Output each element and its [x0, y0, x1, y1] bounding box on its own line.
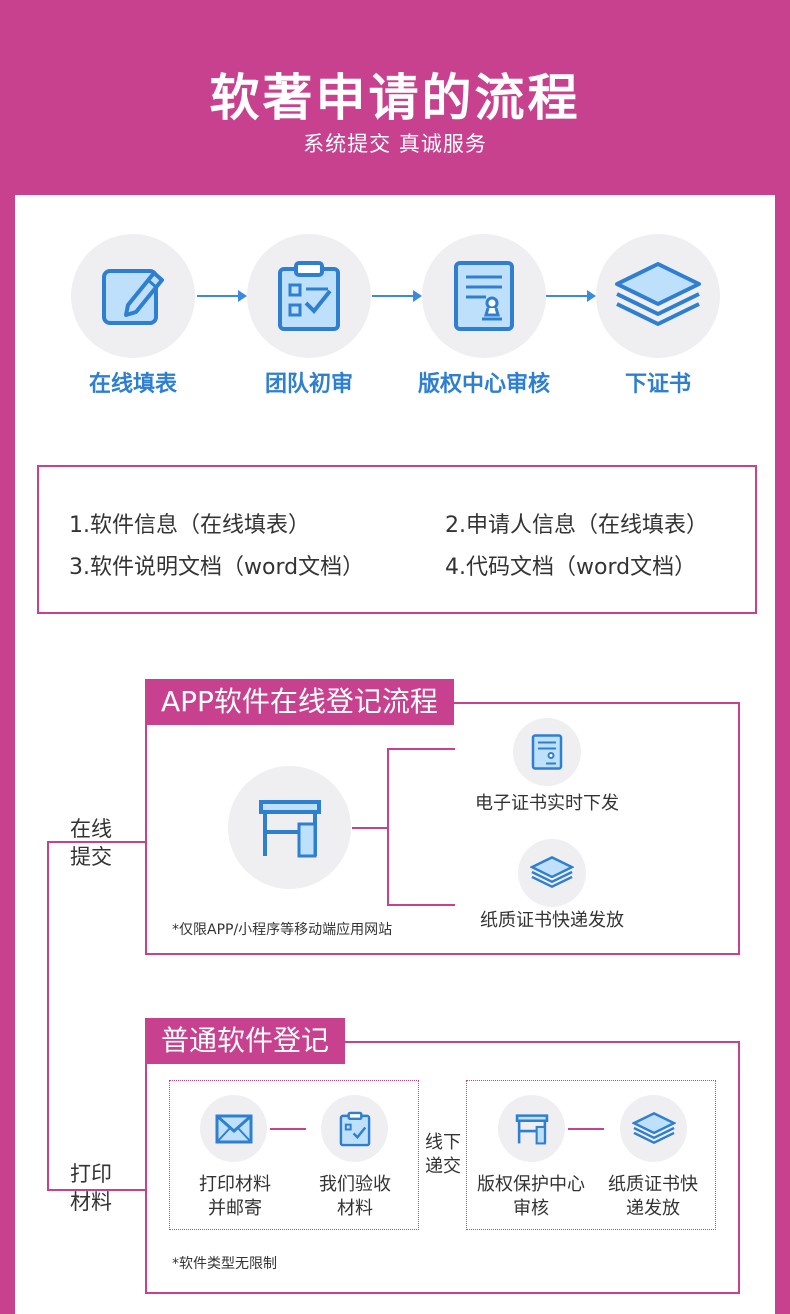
arrow-connector	[372, 290, 422, 302]
layers-stack-icon	[615, 262, 701, 326]
layers-stack-icon	[631, 1111, 676, 1144]
arrow-connector	[546, 290, 596, 302]
item-label: 打印材料 并邮寄	[180, 1173, 290, 1221]
item-label-line: 递发放	[626, 1198, 680, 1219]
item-label-line: 纸质证书快	[608, 1174, 698, 1195]
item-label-line: 审核	[513, 1198, 549, 1219]
page-title: 软著申请的流程	[209, 69, 581, 127]
outcome-circle	[518, 839, 586, 907]
side-label-line: 在线	[70, 817, 112, 841]
step-fill-form: 在线填表	[71, 234, 195, 397]
outcome-label: 电子证书实时下发	[475, 793, 619, 814]
layers-stack-icon	[530, 855, 574, 889]
item-label-line: 打印材料	[199, 1174, 271, 1195]
branch-line	[387, 904, 455, 906]
center-circle	[228, 766, 351, 889]
item-label-line: 我们验收	[319, 1174, 391, 1195]
item-label: 版权保护中心 审核	[467, 1173, 595, 1221]
kiosk-counter-icon	[258, 799, 321, 857]
step-circle	[596, 234, 720, 358]
item-circle	[200, 1095, 267, 1162]
print-note: *软件类型无限制	[172, 1256, 277, 1272]
offline-label-line: 线下	[425, 1132, 461, 1153]
page-subtitle: 系统提交 真诚服务	[303, 132, 487, 156]
print-process-tag: 普通软件登记	[145, 1018, 346, 1064]
item-connector	[568, 1128, 604, 1130]
step-circle	[247, 234, 371, 358]
offline-label-line: 递交	[425, 1156, 461, 1177]
kiosk-counter-icon	[515, 1113, 548, 1144]
online-side-label: 在线 提交	[70, 815, 112, 871]
branch-line	[387, 748, 389, 906]
clipboard-check-icon	[278, 261, 340, 331]
step-copyright-review: 版权中心审核	[418, 234, 550, 397]
pen-edit-icon	[102, 269, 164, 325]
envelope-icon	[215, 1114, 252, 1143]
document-stamp-icon	[454, 261, 514, 331]
clipboard-check-icon	[339, 1111, 370, 1146]
document-stamp-icon	[531, 734, 563, 770]
step-team-review: 团队初审	[247, 234, 371, 397]
mail-group	[169, 1080, 419, 1230]
print-process-box	[145, 1041, 740, 1294]
item-label: 纸质证书快 递发放	[598, 1173, 708, 1221]
arrow-connector	[197, 290, 247, 302]
item-circle	[498, 1095, 565, 1162]
offline-submit-label: 线下 递交	[419, 1131, 467, 1179]
step-label: 在线填表	[88, 372, 177, 397]
print-side-label: 打印 材料	[70, 1160, 112, 1216]
item-label: 我们验收 材料	[300, 1173, 410, 1221]
document-item: 3.软件说明文档（word文档）	[69, 555, 365, 580]
item-label-line: 并邮寄	[208, 1198, 262, 1219]
side-label-line: 提交	[70, 845, 112, 869]
step-circle	[422, 234, 546, 358]
online-note: *仅限APP/小程序等移动端应用网站	[172, 922, 393, 938]
step-certificate: 下证书	[596, 234, 720, 397]
outcome-circle	[513, 718, 581, 786]
documents-box: 1.软件信息（在线填表） 2.申请人信息（在线填表） 3.软件说明文档（word…	[37, 465, 757, 614]
item-circle	[321, 1095, 388, 1162]
online-process-tag: APP软件在线登记流程	[145, 679, 454, 725]
side-label-line: 材料	[70, 1190, 112, 1214]
step-label: 下证书	[624, 372, 691, 397]
branch-line	[387, 748, 455, 750]
item-circle	[620, 1095, 687, 1162]
side-connector-line	[47, 841, 49, 1191]
item-connector	[270, 1128, 306, 1130]
outcome-label: 纸质证书快递发放	[480, 910, 624, 931]
branch-line	[352, 827, 389, 829]
item-label-line: 材料	[337, 1198, 373, 1219]
content-panel: 在线填表 团队初审	[15, 195, 775, 1314]
side-connector-line	[47, 1189, 145, 1191]
step-label: 版权中心审核	[417, 372, 550, 397]
review-group	[466, 1080, 716, 1230]
document-item: 2.申请人信息（在线填表）	[445, 513, 708, 538]
document-item: 1.软件信息（在线填表）	[69, 513, 310, 538]
step-circle	[71, 234, 195, 358]
header: 软著申请的流程 系统提交 真诚服务	[0, 0, 790, 195]
document-item: 4.代码文档（word文档）	[445, 555, 697, 580]
step-label: 团队初审	[264, 372, 353, 397]
side-connector-line	[47, 841, 145, 843]
item-label-line: 版权保护中心	[477, 1174, 585, 1195]
side-label-line: 打印	[70, 1162, 112, 1186]
